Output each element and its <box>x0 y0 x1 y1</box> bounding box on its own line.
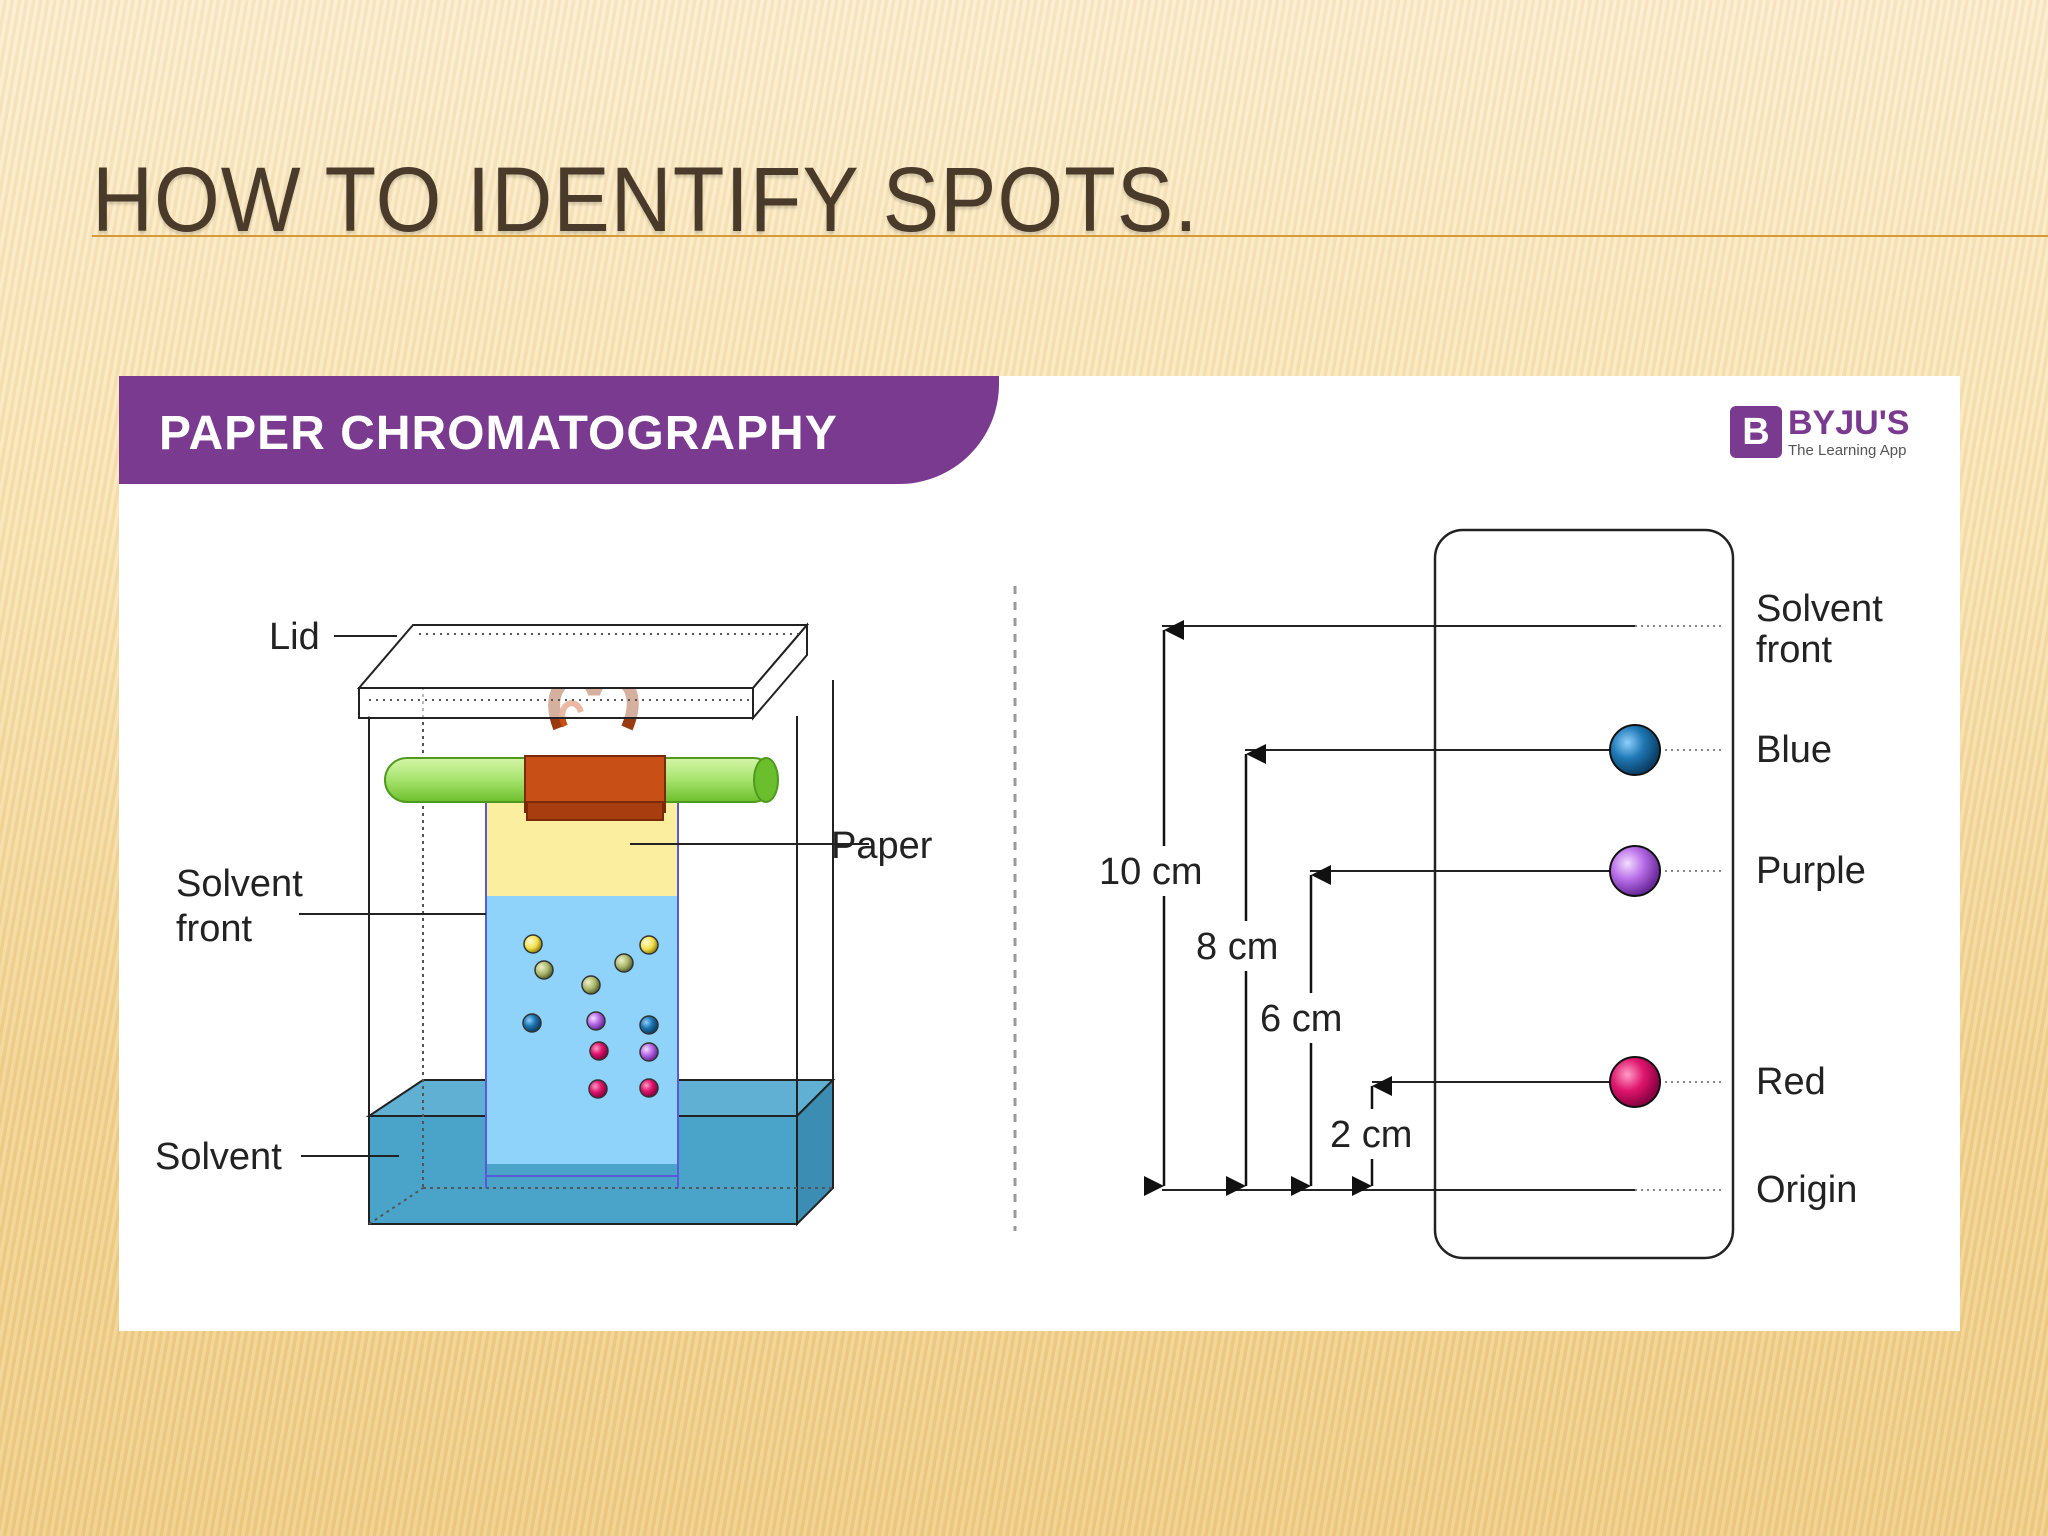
spot-olive <box>614 953 634 973</box>
spot-olive <box>534 960 554 980</box>
spot-yellow <box>639 935 659 955</box>
byjus-logo: B BYJU'S The Learning App <box>1730 404 1930 464</box>
chromatography-tank: Lid Paper Solvent front Solvent <box>155 616 933 1227</box>
logo-mark: B <box>1730 406 1782 458</box>
spot-purple <box>639 1042 659 1062</box>
title-underline <box>92 235 2048 237</box>
tank-lid <box>356 622 810 721</box>
diagram-canvas: Lid Paper Solvent front Solvent <box>155 528 1883 1260</box>
spot-red <box>1609 1056 1661 1108</box>
label-10cm: 10 cm <box>1099 851 1202 893</box>
label-lid: Lid <box>269 616 320 658</box>
slide-title: HOW TO IDENTIFY SPOTS. <box>92 149 1199 251</box>
spot-yellow <box>523 934 543 954</box>
spot-blue <box>522 1013 542 1033</box>
developed-strip: 10 cm 8 cm 6 cm 2 cm Solvent front Blue … <box>1094 528 1883 1260</box>
spot-red <box>639 1078 659 1098</box>
label-6cm: 6 cm <box>1260 998 1342 1040</box>
logo-tagline: The Learning App <box>1788 442 1907 459</box>
tank-spots <box>522 934 659 1099</box>
label-purple: Purple <box>1756 850 1866 892</box>
chromatography-figure: PAPER CHROMATOGRAPHY B BYJU'S The Learni… <box>119 376 1960 1331</box>
banner-title: PAPER CHROMATOGRAPHY <box>159 407 838 460</box>
logo-name: BYJU'S <box>1788 404 1910 442</box>
paper-strip <box>1433 528 1735 1260</box>
label-solvent: Solvent <box>155 1136 282 1178</box>
label-paper: Paper <box>831 825 933 867</box>
label-strip-solvent-front-1: Solvent <box>1756 588 1883 630</box>
spot-purple <box>1609 845 1661 897</box>
label-solvent-front-2: front <box>176 908 252 950</box>
label-origin: Origin <box>1756 1169 1857 1211</box>
spot-olive <box>581 975 601 995</box>
spot-red <box>588 1079 608 1099</box>
spot-purple <box>586 1011 606 1031</box>
spot-red <box>589 1041 609 1061</box>
figure-banner: PAPER CHROMATOGRAPHY <box>119 376 999 484</box>
paper-clip <box>524 672 666 821</box>
label-strip-solvent-front-2: front <box>1756 629 1832 671</box>
label-solvent-front-1: Solvent <box>176 863 303 905</box>
spot-blue <box>1609 724 1661 776</box>
label-2cm: 2 cm <box>1330 1114 1412 1156</box>
label-8cm: 8 cm <box>1196 926 1278 968</box>
label-red: Red <box>1756 1061 1826 1103</box>
spot-blue <box>639 1015 659 1035</box>
label-blue: Blue <box>1756 729 1832 771</box>
